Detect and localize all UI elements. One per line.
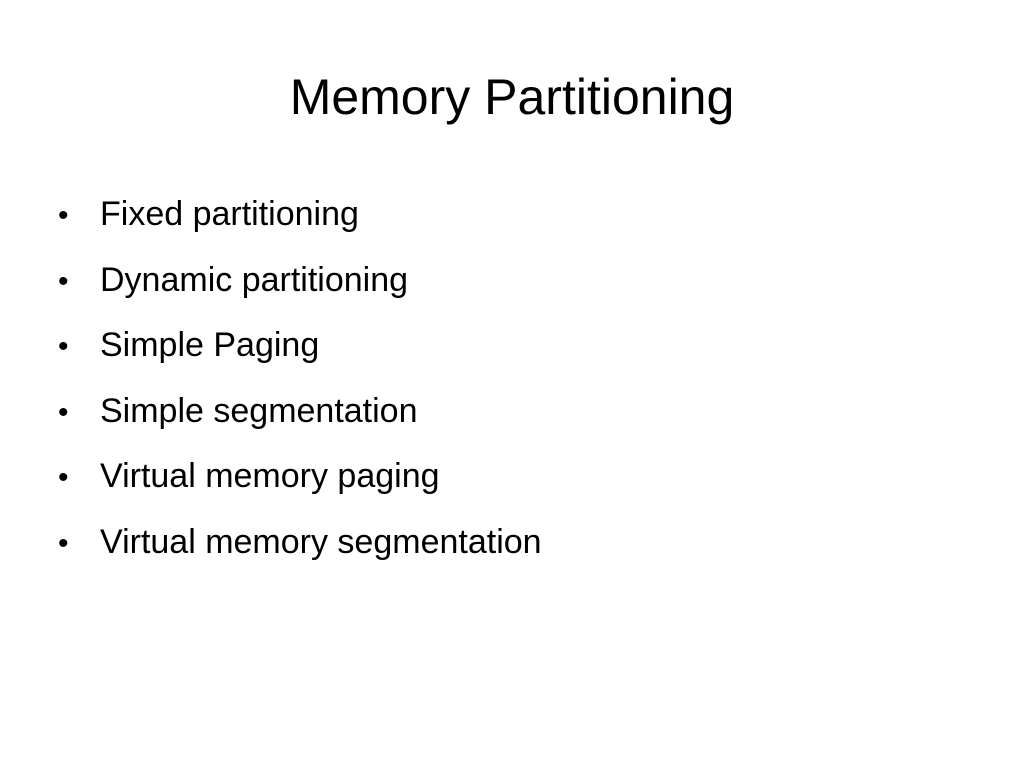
slide-title: Memory Partitioning (289, 69, 735, 125)
bullet-icon: • (58, 526, 69, 560)
bullet-text: Fixed partitioning (100, 195, 359, 233)
bullet-icon: • (58, 395, 69, 429)
bullet-text: Virtual memory segmentation (100, 522, 542, 561)
bullet-text: Simple Paging (100, 326, 320, 364)
list-item: • Simple Paging (58, 313, 542, 379)
bullet-text: Virtual memory paging (100, 457, 440, 495)
list-item: • Virtual memory segmentation (58, 510, 542, 576)
bullet-text: Dynamic partitioning (100, 260, 409, 299)
list-item: • Virtual memory paging (58, 444, 542, 510)
bullet-list: • Fixed partitioning • Dynamic partition… (58, 182, 542, 575)
list-item: • Simple segmentation (58, 379, 542, 445)
bullet-icon: • (58, 199, 69, 232)
bullet-icon: • (58, 330, 69, 363)
list-item: • Fixed partitioning (58, 182, 542, 248)
bullet-icon: • (58, 461, 69, 494)
bullet-text: Simple segmentation (100, 391, 418, 430)
list-item: • Dynamic partitioning (58, 248, 542, 314)
bullet-icon: • (58, 264, 69, 298)
